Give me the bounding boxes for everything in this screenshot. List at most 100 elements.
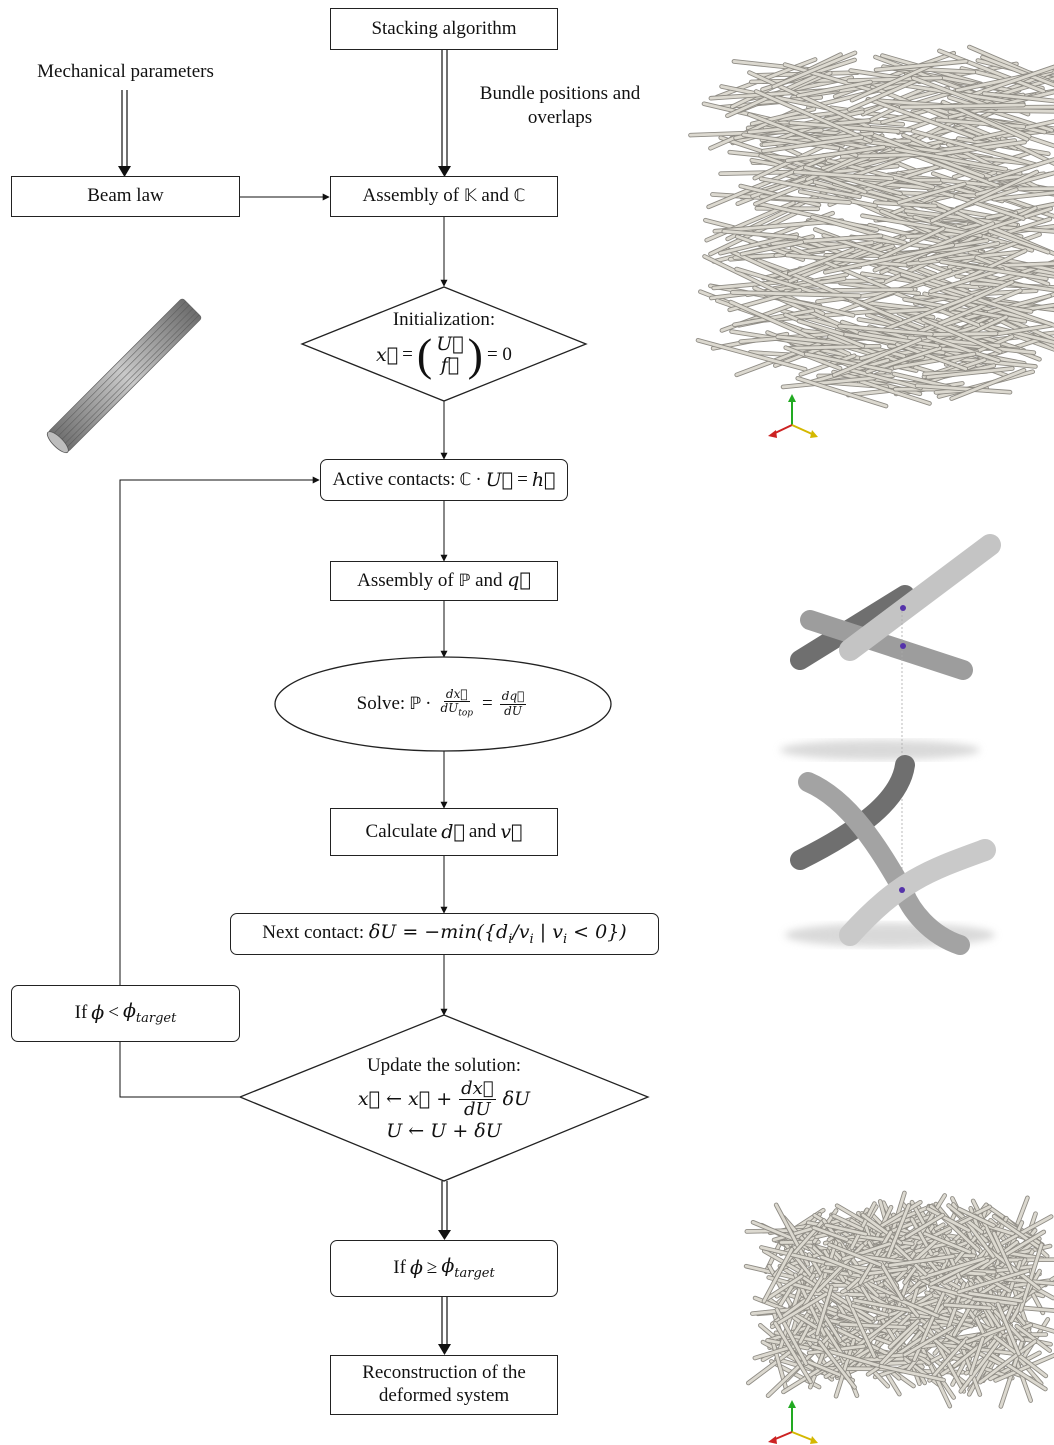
fiber-bundle-tube: [46, 298, 202, 454]
fiber: [918, 241, 1000, 262]
fiber: [802, 1270, 827, 1308]
fiber: [915, 384, 1012, 394]
beam-law-label: Beam law: [87, 185, 164, 207]
fiber: [975, 256, 1050, 286]
fiber: [965, 1323, 1013, 1344]
fiber: [994, 1353, 1054, 1382]
fiber: [866, 97, 976, 139]
active-contacts-label: Active contacts: ℂ · U⃗ = h⃗: [332, 468, 556, 491]
initialization-title: Initialization:: [392, 308, 496, 330]
fiber: [905, 250, 1025, 266]
fiber: [772, 51, 857, 89]
fiber: [979, 322, 1054, 344]
fiber: [874, 55, 976, 95]
if-less-than-target-box: If ϕ < ϕtarget: [11, 985, 240, 1042]
fiber: [870, 85, 996, 139]
fiber: [992, 191, 1054, 201]
rod-contact-after: [785, 755, 996, 955]
fiber: [911, 129, 1039, 167]
fiber: [846, 1342, 890, 1388]
fiber: [981, 55, 1054, 87]
next-contact-label: Next contact: δU = −min({di/vi | vi < 0}…: [262, 920, 627, 947]
fiber: [943, 1303, 992, 1310]
solve-ellipse: [274, 656, 612, 752]
fiber: [781, 376, 876, 389]
fiber: [1015, 1324, 1052, 1352]
initialization-equation: x⃗ = ( U⃗ f⃗ ) = 0: [376, 329, 512, 381]
update-title: Update the solution:: [366, 1055, 522, 1077]
fiber: [969, 1337, 985, 1376]
fiber: [909, 1235, 942, 1266]
fiber: [774, 1203, 810, 1266]
axis-triad-bottom: [768, 1400, 818, 1444]
update-content: Update the solution: x⃗ ← x⃗ + dx⃗ dU δU…: [314, 1045, 574, 1153]
fiber: [888, 1319, 920, 1349]
fiber: [988, 229, 1050, 254]
fiber: [952, 1295, 978, 1337]
fiber: [897, 182, 966, 204]
fiber: [722, 229, 798, 239]
fiber: [968, 1291, 1023, 1303]
fiber: [765, 1275, 803, 1301]
fiber: [835, 1204, 883, 1233]
fiber: [850, 1202, 876, 1250]
fiber: [798, 190, 877, 208]
fiber: [858, 332, 939, 348]
fiber: [859, 379, 931, 405]
fiber: [982, 92, 1054, 103]
fiber: [954, 194, 1025, 221]
fiber: [943, 1258, 990, 1284]
fiber: [887, 1204, 911, 1258]
beam-law-box: Beam law: [11, 176, 240, 217]
fiber: [928, 1284, 980, 1301]
fiber: [928, 1337, 968, 1382]
calculate-label: Calculate d⃗ and v⃗: [365, 820, 523, 843]
fiber: [748, 71, 870, 129]
reconstruction-label: Reconstruction of the deformed system: [362, 1362, 526, 1406]
update-line-1: x⃗ ← x⃗ + dx⃗ dU δU: [357, 1077, 531, 1120]
double-arrow-mechanical: [118, 90, 131, 177]
fiber: [988, 158, 1054, 181]
fiber: [893, 352, 976, 369]
fiber: [895, 343, 968, 371]
fiber: [820, 1255, 868, 1276]
fiber: [796, 376, 888, 408]
fiber: [762, 135, 864, 153]
fiber: [903, 1326, 954, 1357]
fiber: [888, 1254, 955, 1267]
fiber: [948, 280, 1014, 312]
fiber: [804, 352, 892, 373]
fiber: [998, 1215, 1053, 1247]
fiber: [930, 170, 1039, 223]
update-diamond: [238, 1014, 650, 1182]
fiber: [920, 1257, 985, 1280]
fiber: [812, 1226, 849, 1242]
fiber: [992, 1214, 1041, 1249]
fiber: [785, 145, 886, 163]
fiber: [785, 253, 907, 267]
fiber: [892, 372, 952, 389]
fiber: [797, 319, 844, 336]
fiber: [823, 1269, 869, 1279]
fiber: [926, 1207, 971, 1232]
fiber: [977, 108, 1054, 113]
fiber: [872, 1200, 922, 1232]
fiber: [847, 79, 918, 112]
fiber: [733, 309, 815, 327]
assembly-p-q-label: Assembly of ℙ and q⃗: [357, 569, 531, 592]
fiber: [850, 62, 937, 102]
fiber: [921, 318, 1002, 354]
double-arrow-update-to-ifge: [438, 1181, 451, 1240]
fiber: [789, 121, 900, 133]
fiber-stack-image: [688, 44, 1054, 409]
solve-equation: Solve: ℙ · dx⃗ dUtop = dq⃗ dU: [356, 687, 527, 719]
next-contact-box: Next contact: δU = −min({di/vi | vi < 0}…: [230, 913, 659, 955]
fiber: [839, 1322, 907, 1329]
fiber: [828, 1243, 882, 1267]
fiber: [770, 1299, 807, 1326]
fiber: [740, 240, 804, 256]
fiber: [796, 80, 872, 98]
fiber: [811, 215, 907, 245]
fiber: [811, 1295, 842, 1343]
fiber: [957, 1207, 995, 1228]
